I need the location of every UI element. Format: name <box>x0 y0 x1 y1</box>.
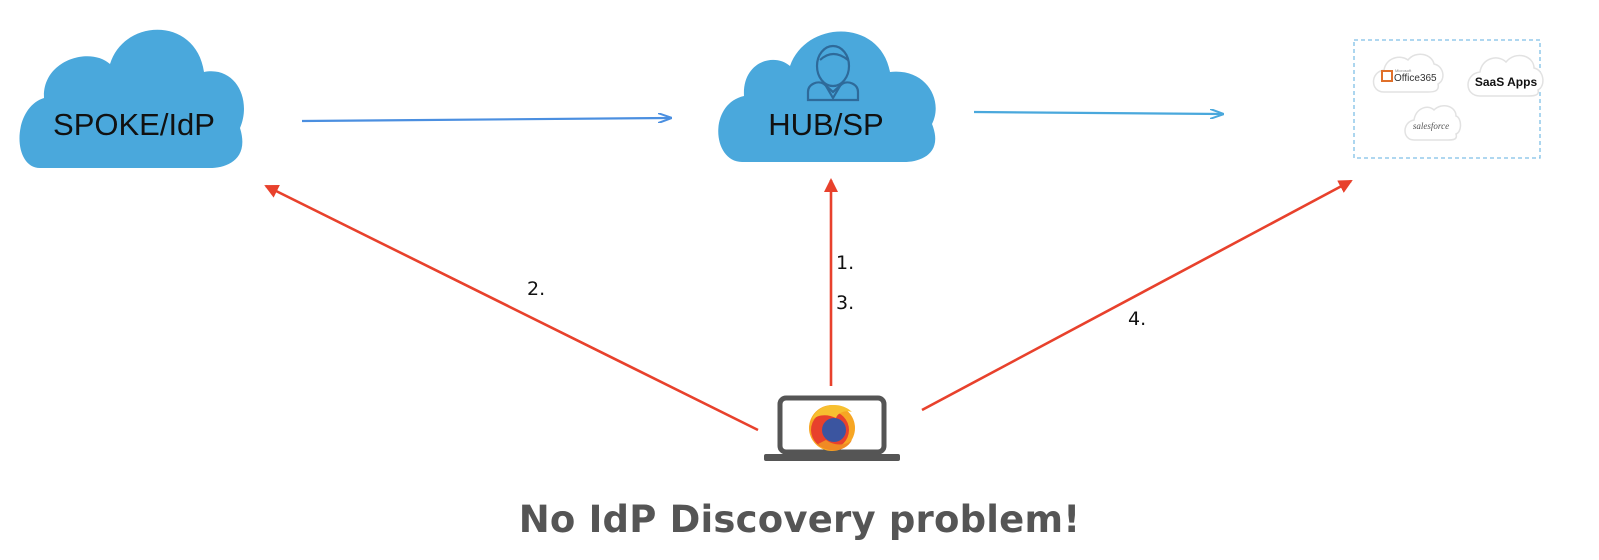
saas-apps-box: Microsoft Office365 SaaS Apps salesforce <box>1353 39 1544 159</box>
hub-sp-label: HUB/SP <box>768 107 883 142</box>
step-1-label: 1. <box>836 252 855 274</box>
arrow-step4-to-apps <box>921 179 1353 412</box>
arrow-hub-to-apps <box>973 112 1222 114</box>
step-3-label: 3. <box>836 292 855 314</box>
arrow-spoke-to-hub <box>301 118 670 121</box>
arrow-step2-to-spoke <box>264 184 759 432</box>
office365-label: Office365 <box>1394 73 1437 84</box>
salesforce-label: salesforce <box>1413 121 1449 131</box>
step-4-label: 4. <box>1128 308 1147 330</box>
office365-cloud: Microsoft Office365 <box>1372 53 1444 93</box>
spoke-idp-cloud: SPOKE/IdP <box>19 29 244 168</box>
caption-title: No IdP Discovery problem! <box>518 498 1081 541</box>
hub-sp-cloud: HUB/SP <box>718 31 936 162</box>
firefox-icon <box>809 405 855 451</box>
office-logo-icon <box>1381 70 1393 82</box>
user-icon <box>806 44 860 102</box>
salesforce-cloud: salesforce <box>1404 105 1462 141</box>
office-small-label: Microsoft <box>1395 68 1412 73</box>
laptop-icon <box>764 395 900 461</box>
spoke-idp-label: SPOKE/IdP <box>53 107 215 142</box>
step-2-label: 2. <box>527 278 546 300</box>
saas-apps-cloud: SaaS Apps <box>1467 54 1544 97</box>
saas-apps-label: SaaS Apps <box>1475 75 1538 89</box>
